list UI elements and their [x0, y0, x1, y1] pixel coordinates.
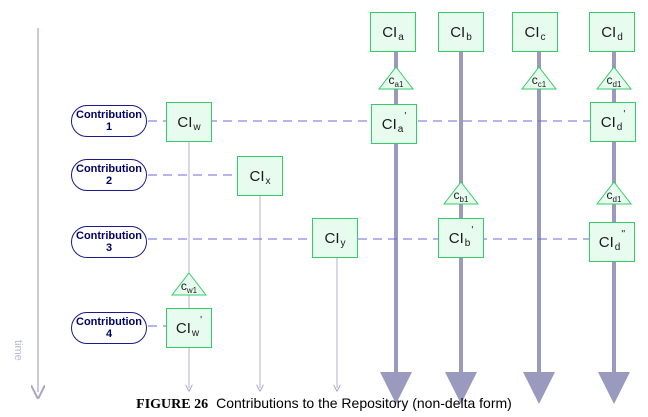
- contribution-4-num: 4: [105, 328, 113, 340]
- change-triangle-cd: cd1: [595, 66, 633, 90]
- ci-d-prime-sub: d: [616, 121, 623, 133]
- change-triangle-ca: ca1: [377, 66, 415, 90]
- contribution-4: Contribution 4: [71, 312, 147, 344]
- contribution-2: Contribution 2: [71, 159, 147, 191]
- change-ca-base: c: [388, 73, 395, 87]
- ci-w-prime-sub: w: [191, 327, 200, 339]
- figure-number: FIGURE 26: [136, 397, 209, 412]
- ci-a-base: CI: [382, 23, 398, 41]
- change-triangle-cb: cb1: [442, 181, 480, 205]
- ci-d-prime-base: CI: [600, 113, 616, 131]
- change-triangle-cd-second: cd1: [595, 181, 633, 205]
- ci-x-sub: x: [265, 175, 271, 187]
- change-cd-base: c: [606, 73, 613, 87]
- contribution-1-num: 1: [105, 121, 113, 133]
- ci-b-sub: b: [466, 31, 472, 43]
- change-cw-sub: w1: [186, 286, 198, 295]
- ci-b-base: CI: [450, 23, 466, 41]
- ci-d-prime-sup: ': [623, 108, 626, 120]
- change-cc-base: c: [531, 73, 538, 87]
- change-cc-sub: c1: [537, 80, 547, 89]
- change-ca-sub: a1: [394, 80, 404, 89]
- ci-d-double-prime-base: CI: [598, 233, 614, 251]
- ci-w-prime-sup: ': [200, 314, 203, 326]
- ci-d-double-prime-sup: '': [621, 228, 626, 240]
- ci-d-double-prime-sub: d: [614, 241, 621, 253]
- ci-y-sub: y: [340, 237, 346, 249]
- contribution-2-num: 2: [105, 175, 113, 187]
- change-cw-base: c: [180, 279, 187, 293]
- time-axis-label: time: [12, 340, 24, 361]
- ci-w-base: CI: [177, 113, 193, 131]
- ci-a-prime-sub: a: [397, 123, 404, 135]
- ci-d-sub: d: [617, 31, 623, 43]
- ci-x-base: CI: [249, 167, 265, 185]
- figure-caption-text: Contributions to the Repository (non-del…: [216, 395, 512, 411]
- ci-c-sub: c: [540, 31, 546, 43]
- contribution-1: Contribution 1: [71, 105, 147, 137]
- ci-b-prime-base: CI: [448, 229, 464, 247]
- ci-y-base: CI: [324, 229, 340, 247]
- contribution-1-title: Contribution: [76, 109, 142, 121]
- contribution-3-title: Contribution: [76, 230, 142, 242]
- ci-d-base: CI: [601, 23, 617, 41]
- ci-a-prime-base: CI: [381, 115, 397, 133]
- change-triangle-cc: cc1: [520, 66, 558, 90]
- change-triangle-cw: cw1: [170, 272, 208, 296]
- figure-caption: FIGURE 26 Contributions to the Repository…: [0, 395, 648, 413]
- ci-a-prime-sup: ': [404, 110, 407, 122]
- change-cb-sub: b1: [459, 195, 469, 204]
- change-cd2-base: c: [606, 188, 613, 202]
- change-cd2-sub: d1: [612, 195, 622, 204]
- ci-b-prime-sub: b: [464, 237, 471, 249]
- contribution-2-title: Contribution: [76, 163, 142, 175]
- contribution-3-num: 3: [105, 242, 113, 254]
- contribution-3: Contribution 3: [71, 226, 147, 258]
- ci-w-prime-base: CI: [175, 319, 191, 337]
- ci-a-sub: a: [398, 31, 404, 43]
- change-cb-base: c: [453, 188, 460, 202]
- ci-c-base: CI: [524, 23, 540, 41]
- ci-b-prime-sup: ': [471, 224, 474, 236]
- change-cd-sub: d1: [612, 80, 622, 89]
- ci-w-sub: w: [193, 121, 201, 133]
- contribution-4-title: Contribution: [76, 316, 142, 328]
